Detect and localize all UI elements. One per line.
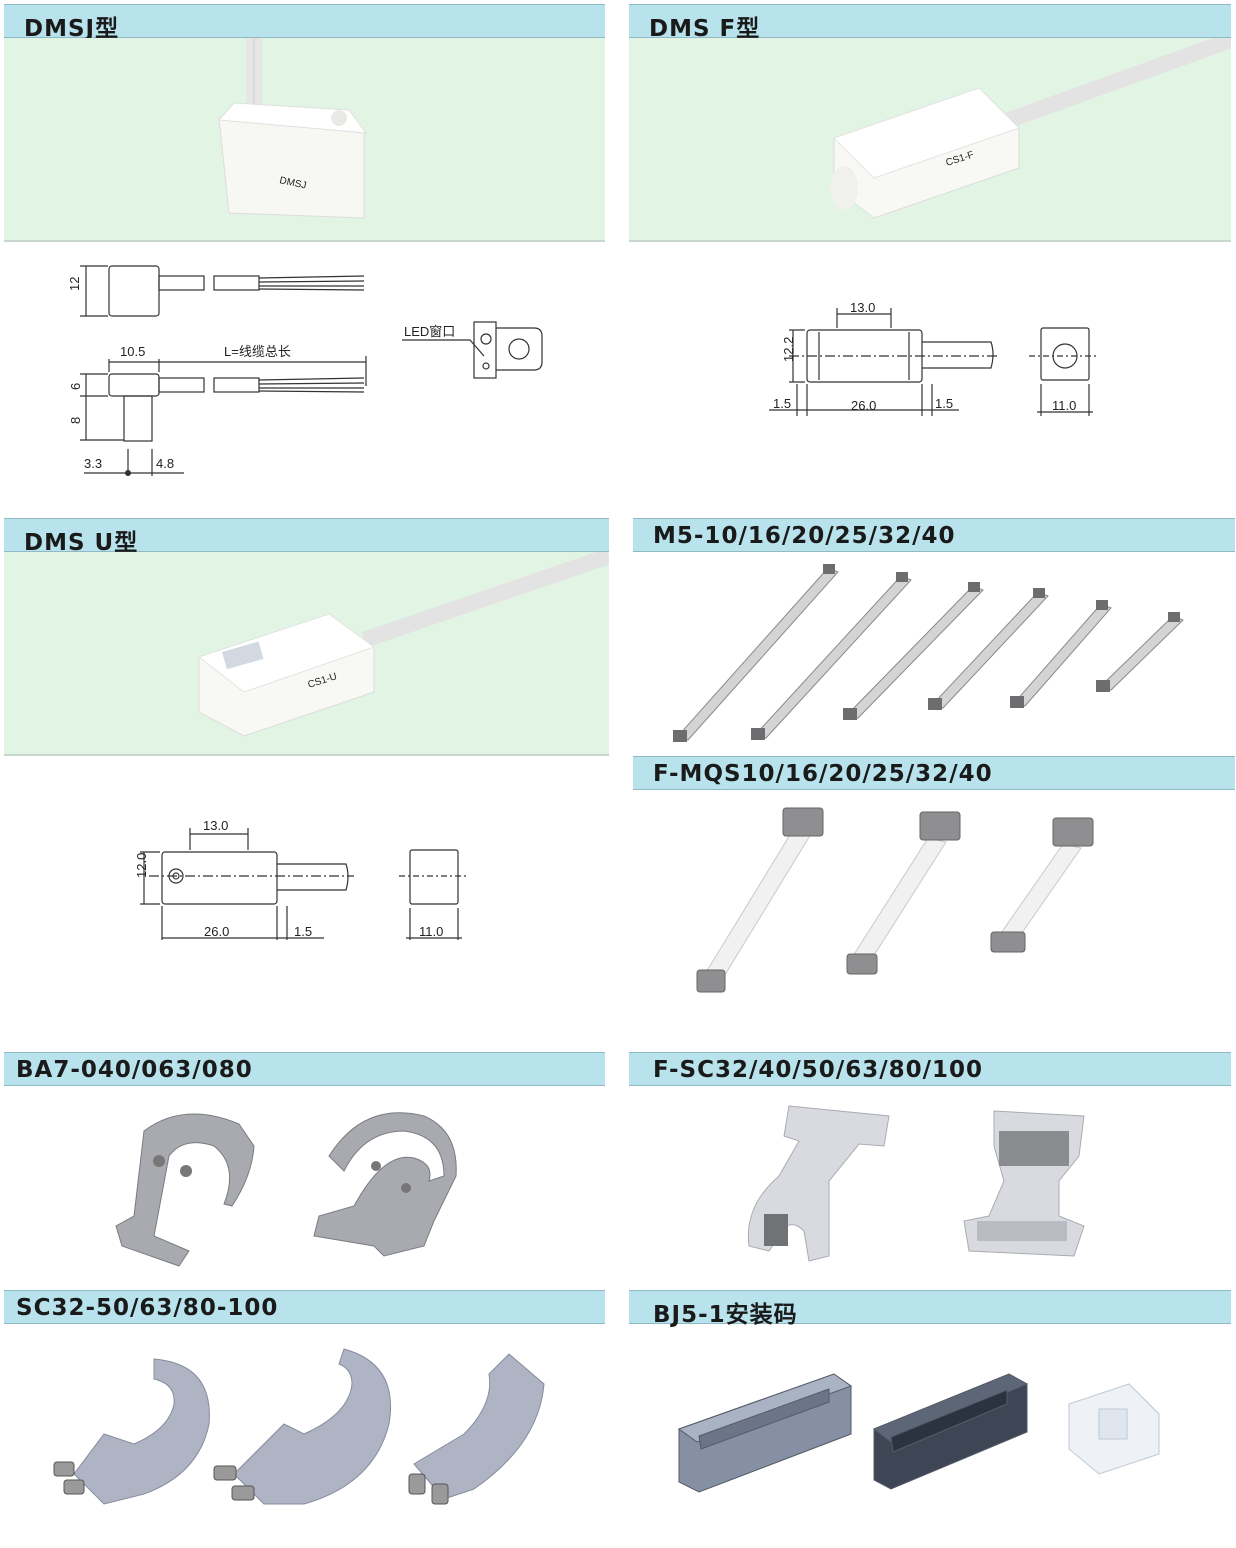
dmsj-dim-10-5: 10.5 (120, 344, 145, 359)
bj5-mounting-blocks-image (629, 1324, 1231, 1544)
dmsj-dim-6: 6 (68, 383, 83, 390)
dmsu-dim-1-5: 1.5 (294, 924, 312, 939)
dmsj-sensor-image: DMSJ (217, 38, 368, 219)
dmsu-photo: CS1-U (4, 552, 609, 756)
dmsj-header: DMSJ型 (4, 4, 605, 42)
dmsj-led-window-label: LED窗口 (404, 324, 455, 339)
dmsj-drawing: 12 10.5 L=线缆总长 6 8 3.3 4.8 LED窗口 (4, 244, 605, 494)
fmqs-bands-image (633, 790, 1235, 1016)
dmsf-drawing: 13.0 12.2 1.5 26.0 1.5 11.0 (629, 244, 1231, 494)
dmsj-dim-3-3: 3.3 (84, 456, 102, 471)
ba7-brackets-image (4, 1086, 605, 1286)
dmsj-dim-cable-length: L=线缆总长 (224, 344, 291, 359)
dmsu-header: DMS U型 (4, 518, 609, 556)
fsc-clamps-image (629, 1086, 1231, 1286)
m5-bands-image (633, 552, 1235, 756)
dmsj-title: DMSJ型 (24, 16, 120, 42)
dmsf-title: DMS F型 (649, 16, 761, 42)
dmsu-title: DMS U型 (24, 530, 139, 556)
dmsj-dim-12: 12 (67, 277, 82, 291)
dmsf-dim-1-5-right: 1.5 (935, 396, 953, 411)
m5-header: M5-10/16/20/25/32/40 (633, 518, 1235, 552)
dmsj-dim-4-8: 4.8 (156, 456, 174, 471)
m5-title: M5-10/16/20/25/32/40 (653, 523, 956, 549)
sc32-title: SC32-50/63/80-100 (16, 1295, 279, 1321)
bj5-header: BJ5-1安装码 (629, 1290, 1231, 1328)
ba7-title: BA7-040/063/080 (16, 1057, 253, 1083)
dmsu-dim-12: 12.0 (134, 853, 149, 878)
dmsj-dim-8: 8 (68, 417, 83, 424)
dmsf-photo: CS1-F (629, 38, 1231, 242)
dmsj-photo: DMSJ (4, 38, 605, 242)
fmqs-header: F-MQS10/16/20/25/32/40 (633, 756, 1235, 790)
dmsu-dim-13: 13.0 (203, 818, 228, 833)
ba7-header: BA7-040/063/080 (4, 1052, 605, 1086)
dmsf-dim-11: 11.0 (1052, 398, 1076, 413)
dmsu-drawing: 13.0 12.0 26.0 1.5 11.0 (4, 758, 609, 1008)
dmsf-header: DMS F型 (629, 4, 1231, 42)
sc32-header: SC32-50/63/80-100 (4, 1290, 605, 1324)
dmsf-dim-26: 26.0 (851, 398, 876, 413)
fsc-header: F-SC32/40/50/63/80/100 (629, 1052, 1231, 1086)
dmsf-dim-13: 13.0 (850, 300, 875, 315)
dmsf-sensor-image: CS1-F (830, 38, 1231, 219)
dmsu-dim-11: 11.0 (419, 924, 443, 939)
fsc-title: F-SC32/40/50/63/80/100 (653, 1057, 984, 1083)
dmsu-sensor-image: CS1-U (197, 552, 609, 737)
dmsf-dim-1-5-left: 1.5 (773, 396, 791, 411)
dmsu-dim-26: 26.0 (204, 924, 229, 939)
dmsf-dim-12-2: 12.2 (781, 337, 796, 362)
sc32-clamps-image (4, 1324, 605, 1544)
fmqs-title: F-MQS10/16/20/25/32/40 (653, 761, 993, 787)
bj5-title: BJ5-1安装码 (653, 1302, 798, 1328)
